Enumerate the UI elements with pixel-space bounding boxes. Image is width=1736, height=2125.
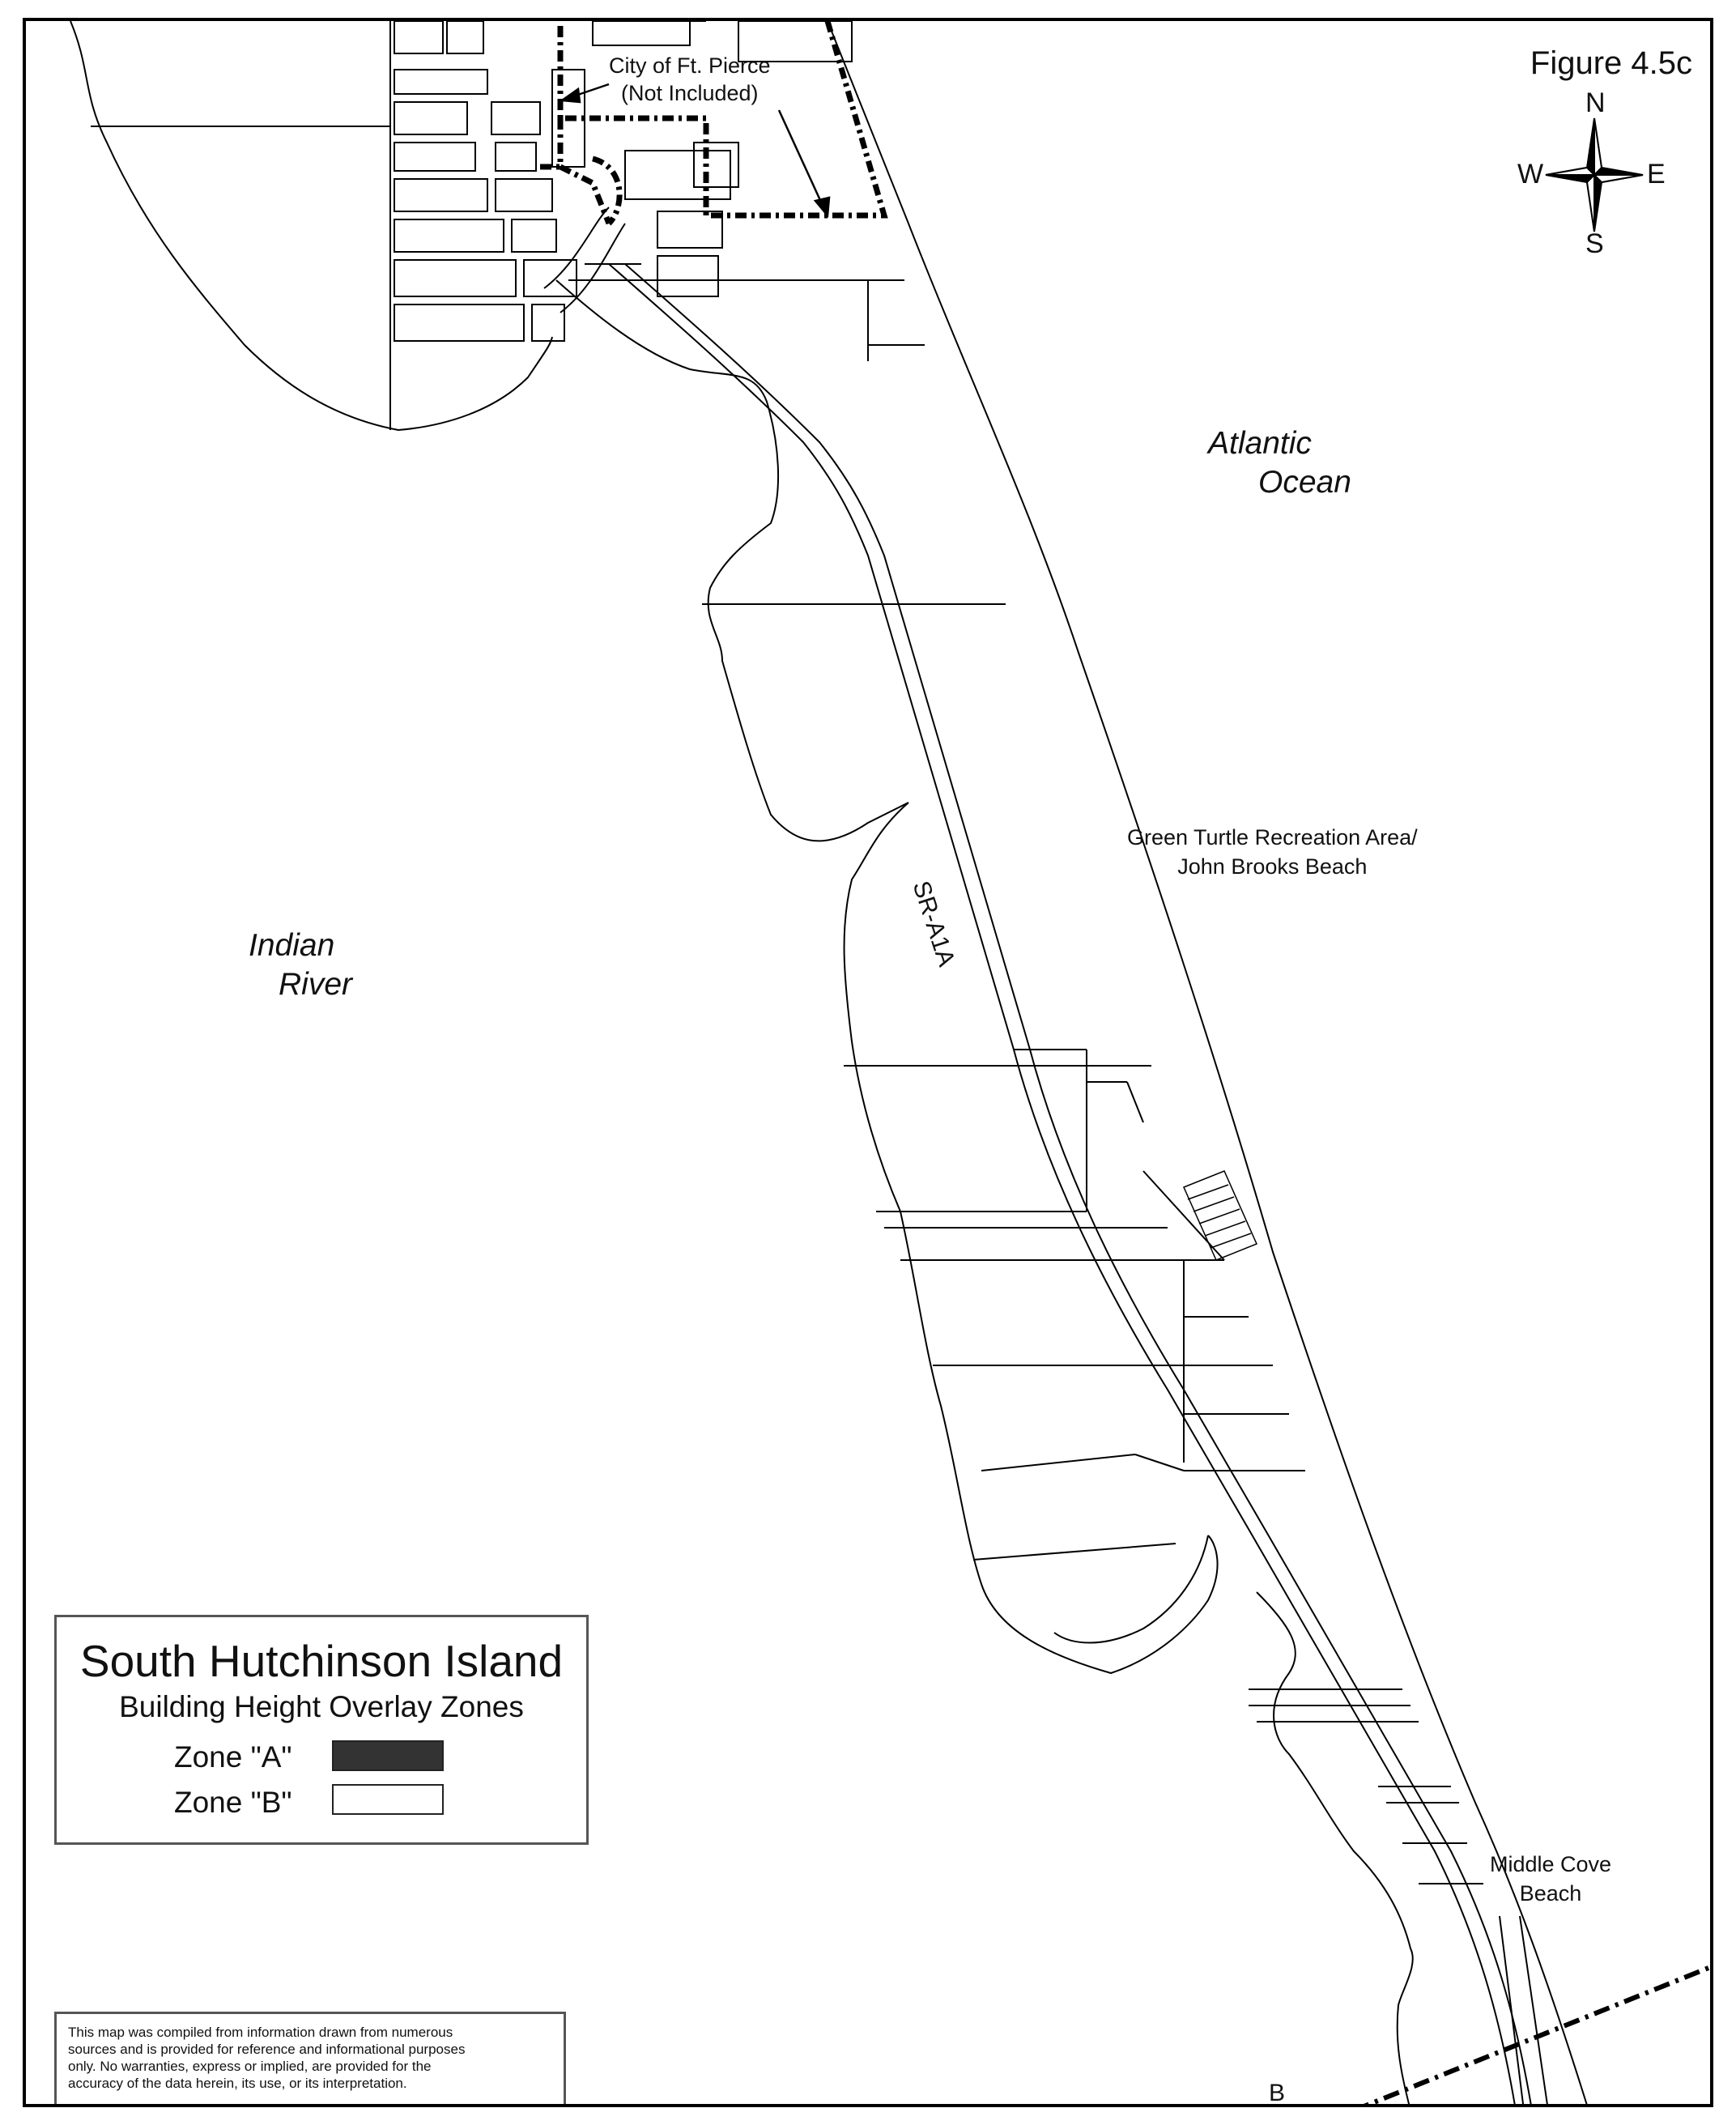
legend-subtitle: Building Height Overlay Zones bbox=[119, 1690, 524, 1723]
indian-river-label-line1: Indian bbox=[249, 928, 335, 963]
legend-zone-b-swatch bbox=[332, 1784, 444, 1815]
middle-cove-line1: Middle Cove bbox=[1490, 1852, 1612, 1876]
atlantic-label-line1: Atlantic bbox=[1208, 426, 1312, 461]
mainland-shoreline bbox=[70, 21, 553, 432]
figure-label: Figure 4.5c bbox=[1530, 45, 1692, 81]
island-west-shoreline bbox=[555, 279, 1219, 1675]
legend-zone-a-swatch bbox=[332, 1740, 444, 1771]
disclaimer-line1: This map was compiled from information d… bbox=[68, 2025, 453, 2040]
compass-south: S bbox=[1585, 228, 1604, 259]
island-west-shoreline-south bbox=[1256, 1591, 1414, 2104]
atlantic-label-line2: Ocean bbox=[1258, 465, 1351, 500]
sr-a1a-road-west-edge bbox=[608, 263, 1516, 2104]
parcel-lines bbox=[568, 279, 1548, 2104]
zone-b-map-mark: B bbox=[1269, 2080, 1286, 2106]
legend-title: South Hutchinson Island bbox=[79, 1636, 564, 1686]
compass-west: W bbox=[1517, 159, 1544, 190]
zone-boundary-line bbox=[1363, 1964, 1710, 2104]
disclaimer: This map was compiled from information d… bbox=[54, 2012, 566, 2104]
green-turtle-line1: Green Turtle Recreation Area/ bbox=[1127, 825, 1418, 850]
legend: South Hutchinson Island Building Height … bbox=[54, 1615, 589, 1845]
green-turtle-line2: John Brooks Beach bbox=[1177, 854, 1368, 879]
compass-rose: N S E W bbox=[1517, 87, 1671, 259]
island-east-shoreline bbox=[827, 21, 1588, 2104]
legend-zone-a-label: Zone "A" bbox=[174, 1740, 292, 1774]
disclaimer-line3: only. No warranties, express or implied,… bbox=[68, 2059, 432, 2074]
lagoon-inner-shoreline bbox=[1053, 1535, 1209, 1644]
legend-zone-b-label: Zone "B" bbox=[174, 1786, 292, 1819]
city-label-line2: (Not Included) bbox=[620, 81, 759, 105]
city-limits-boundary bbox=[540, 21, 888, 226]
middle-cove-label: Middle Cove Beach bbox=[1490, 1850, 1611, 1908]
compass-east: E bbox=[1647, 159, 1666, 190]
city-label-line1: City of Ft. Pierce bbox=[609, 53, 771, 78]
green-turtle-label: Green Turtle Recreation Area/ John Brook… bbox=[1127, 823, 1418, 881]
compass-north: N bbox=[1585, 87, 1606, 118]
subdivision-hatch bbox=[1182, 1170, 1258, 1261]
disclaimer-line2: sources and is provided for reference an… bbox=[68, 2042, 466, 2057]
disclaimer-line4: accuracy of the data herein, its use, or… bbox=[68, 2076, 407, 2091]
map-canvas bbox=[70, 21, 1710, 2104]
city-label: City of Ft. Pierce (Not Included) bbox=[609, 52, 771, 107]
map-frame: Figure 4.5c N S E W City of Ft. Pierce (… bbox=[23, 18, 1713, 2107]
callout-arrows bbox=[559, 83, 831, 219]
sr-a1a-road-east-edge bbox=[624, 263, 1532, 2104]
indian-river-label-line2: River bbox=[279, 967, 353, 1002]
compass-star-icon bbox=[1545, 117, 1644, 232]
middle-cove-line2: Beach bbox=[1519, 1881, 1582, 1906]
